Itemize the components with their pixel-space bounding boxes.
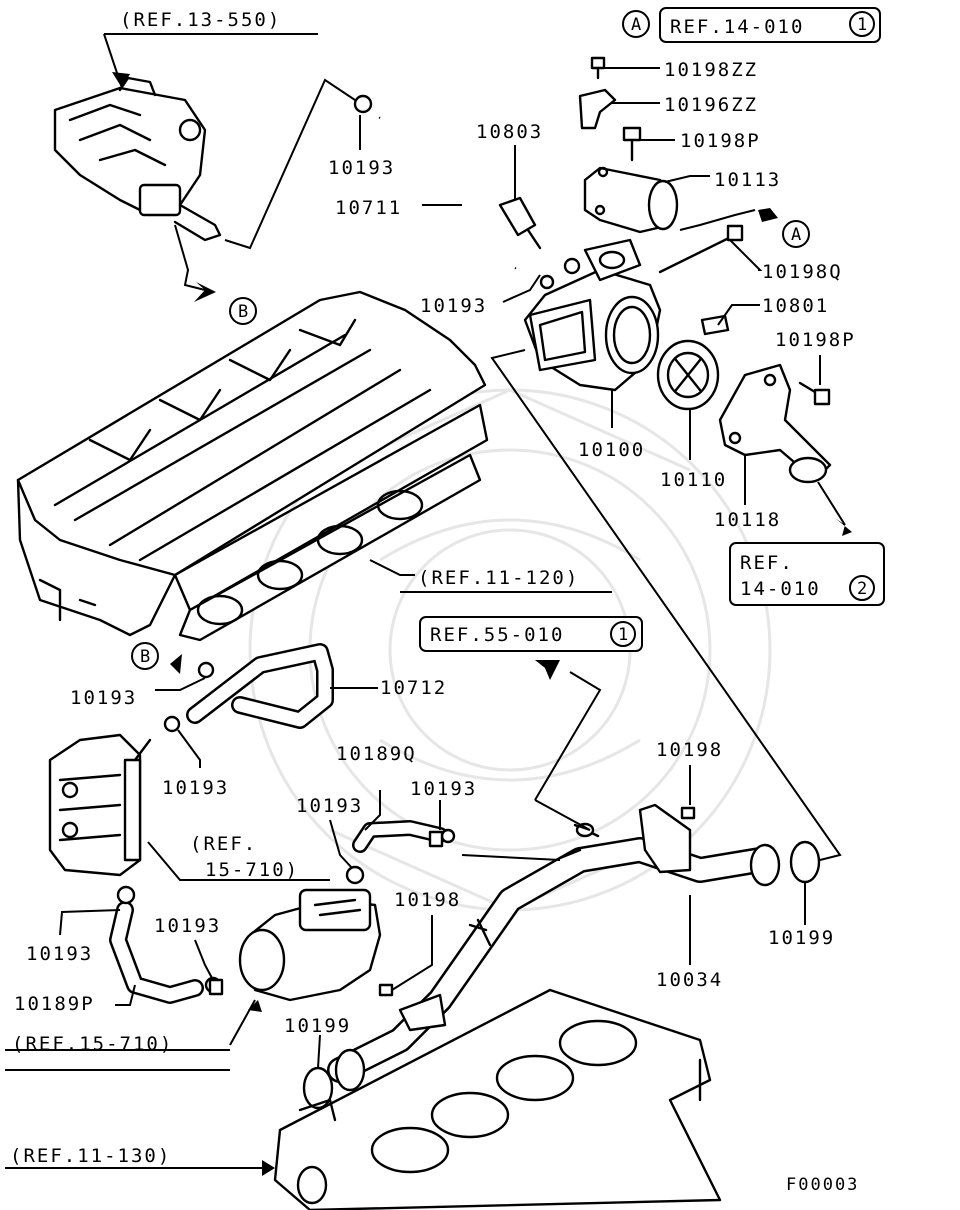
ref-15-710-b[interactable]: (REF.15-710)	[12, 1033, 173, 1055]
throttle-left-assembly	[48, 733, 152, 877]
part-label-10193-8[interactable]: 10193	[154, 915, 221, 937]
bolt-10198P-right	[798, 381, 831, 406]
thermostat-housing-10100	[523, 238, 662, 392]
bolt-10198P-top	[622, 126, 642, 162]
ref-11-120[interactable]: (REF.11-120)	[418, 567, 579, 589]
marker-b-mid: B	[131, 642, 159, 670]
ref-55-010-text: REF.55-010	[430, 624, 564, 646]
clamp-10193-small	[208, 830, 444, 996]
part-label-10711[interactable]: 10711	[335, 197, 402, 219]
part-label-10803[interactable]: 10803	[476, 121, 543, 143]
part-label-10199-right[interactable]: 10199	[768, 927, 835, 949]
part-label-10193-4[interactable]: 10193	[162, 777, 229, 799]
marker-a-mid-text: A	[791, 225, 801, 245]
ref-14-010-2-num: 2	[857, 579, 867, 599]
bolt-10198-mid	[378, 983, 394, 997]
part-label-10198P-right[interactable]: 10198P	[775, 329, 856, 351]
marker-b-top: B	[229, 297, 257, 325]
part-label-10189Q[interactable]: 10189Q	[336, 743, 417, 765]
part-label-10198P-top[interactable]: 10198P	[680, 130, 761, 152]
ref-14-010-1-num: 1	[857, 15, 867, 35]
hose-10189Q	[345, 820, 456, 885]
part-label-10193-6[interactable]: 10193	[410, 778, 477, 800]
part-label-10801[interactable]: 10801	[762, 295, 829, 317]
marker-a-top-text: A	[631, 15, 641, 35]
sensor-10803	[498, 196, 542, 250]
part-label-10198-mid[interactable]: 10198	[394, 889, 461, 911]
direction-arrows	[112, 72, 852, 1176]
ref-13-550[interactable]: (REF.13-550)	[120, 9, 281, 31]
part-label-10193-5[interactable]: 10193	[296, 795, 363, 817]
ref-11-130[interactable]: (REF.11-130)	[10, 1145, 171, 1167]
part-label-10193-1[interactable]: 10193	[328, 157, 395, 179]
o-ring-10199-right	[789, 840, 821, 884]
control-valve	[238, 888, 382, 1002]
water-pipe-10034	[327, 803, 781, 1092]
marker-b-mid-text: B	[140, 647, 150, 667]
part-label-10193-3[interactable]: 10193	[70, 687, 137, 709]
bolt-10198Q	[658, 224, 744, 274]
part-labels: 10198ZZ 10196ZZ 10198P 10113 10198Q 1080…	[14, 59, 856, 1037]
bolt-10198ZZ	[590, 56, 606, 80]
part-label-10113[interactable]: 10113	[714, 169, 781, 191]
water-inlet-10118	[718, 363, 832, 484]
intake-manifold-gasket	[178, 453, 482, 642]
part-label-10199-left[interactable]: 10199	[284, 1015, 351, 1037]
part-label-10034[interactable]: 10034	[656, 969, 723, 991]
part-label-10118[interactable]: 10118	[714, 509, 781, 531]
ref-14-010-1-text: REF.14-010	[670, 16, 804, 38]
marker-b-top-text: B	[238, 302, 248, 322]
thermostat-10110	[656, 339, 720, 411]
ref-15-710-a-line2[interactable]: 15-710)	[205, 859, 299, 881]
cylinder-block	[273, 988, 722, 1210]
part-label-10100[interactable]: 10100	[578, 439, 645, 461]
bracket-10196ZZ	[578, 88, 617, 130]
ref-box-55-010[interactable]: REF.55-010 1	[419, 616, 643, 652]
ref-14-010-2-line1: REF.	[740, 552, 794, 574]
leader-lines	[5, 33, 846, 1169]
ref-55-010-num: 1	[618, 625, 628, 645]
throttle-body	[53, 76, 222, 242]
part-label-10198Q[interactable]: 10198Q	[762, 261, 843, 283]
part-label-10196ZZ[interactable]: 10196ZZ	[664, 94, 758, 116]
marker-a-top: A	[622, 10, 650, 38]
o-ring-10199-left	[302, 1066, 334, 1110]
bolt-10198-right	[680, 806, 696, 820]
part-label-10193-2[interactable]: 10193	[420, 295, 487, 317]
cylinder-head	[16, 290, 489, 637]
part-label-10193-7[interactable]: 10193	[26, 943, 93, 965]
hose-10712	[163, 643, 334, 733]
sensor-10801	[700, 314, 730, 336]
ref-box-14-010-1[interactable]: REF.14-010 1	[659, 7, 881, 43]
hose-10711	[353, 94, 518, 272]
marker-a-mid: A	[782, 220, 810, 248]
diagram-code: F00003	[786, 1175, 859, 1195]
ref-14-010-2-line2: 14-010	[740, 578, 821, 600]
part-label-10198-right[interactable]: 10198	[656, 739, 723, 761]
part-label-10712[interactable]: 10712	[380, 677, 447, 699]
part-label-10110[interactable]: 10110	[660, 469, 727, 491]
part-label-10189P[interactable]: 10189P	[14, 993, 95, 1015]
part-label-10198ZZ[interactable]: 10198ZZ	[664, 59, 758, 81]
hose-10189P	[109, 885, 222, 1004]
ref-15-710-a-line1[interactable]: (REF.	[190, 833, 257, 855]
water-outlet-10113	[583, 166, 679, 234]
ref-box-14-010-2[interactable]: REF. 14-010 2	[729, 542, 885, 606]
